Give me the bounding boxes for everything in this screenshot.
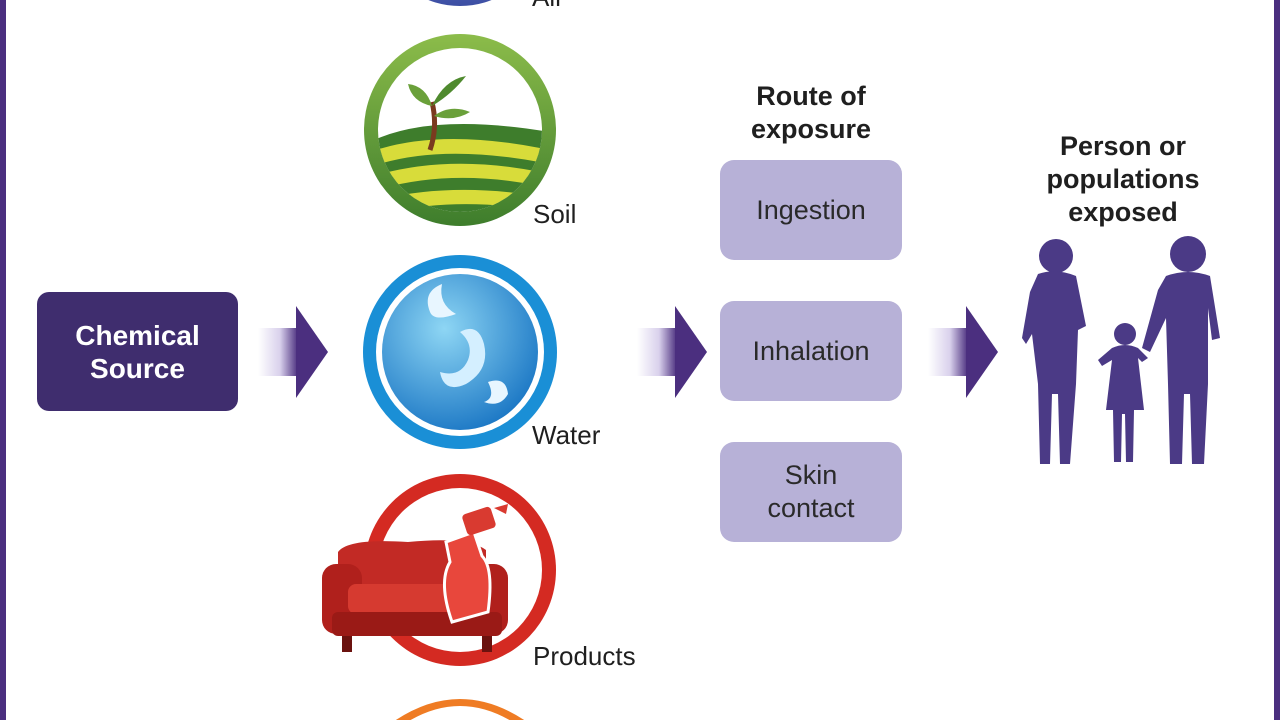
flow-arrow-2 [637, 306, 707, 398]
route-label-line-2: contact [767, 493, 855, 523]
people-heading-line-3: exposed [1068, 197, 1178, 227]
media-label-products: Products [533, 641, 636, 671]
family-silhouette-icon [1022, 236, 1220, 464]
water-icon [363, 255, 557, 449]
flow-arrow-1 [258, 306, 328, 398]
route-box-skin-contact: Skin contact [720, 442, 902, 542]
people-heading-line-1: Person or [1059, 131, 1187, 161]
route-box-ingestion: Ingestion [720, 160, 902, 260]
frame-border-right [1274, 0, 1280, 720]
media-label-air: Air [532, 0, 564, 13]
media-label-soil: Soil [533, 199, 577, 229]
route-label: Ingestion [756, 194, 866, 225]
source-line-2: Source [90, 352, 185, 384]
route-label-line-1: Skin [784, 460, 838, 490]
chemical-source-box: Chemical Source [37, 292, 238, 411]
products-icon [322, 474, 556, 666]
household-icon [396, 699, 524, 720]
air-icon [428, 0, 492, 6]
route-heading-line-1: Route of [756, 81, 866, 111]
route-label: Inhalation [752, 335, 870, 366]
route-box-inhalation: Inhalation [720, 301, 902, 401]
route-heading-line-2: exposure [750, 114, 872, 144]
source-line-1: Chemical [75, 319, 200, 351]
people-heading: Person or populations exposed [1012, 130, 1234, 229]
route-heading: Route of exposure [720, 80, 902, 146]
people-heading-line-2: populations [1046, 164, 1200, 194]
frame-border-left [0, 0, 6, 720]
media-label-water: Water [532, 420, 601, 450]
soil-icon [364, 34, 556, 226]
flow-arrow-3 [928, 306, 998, 398]
